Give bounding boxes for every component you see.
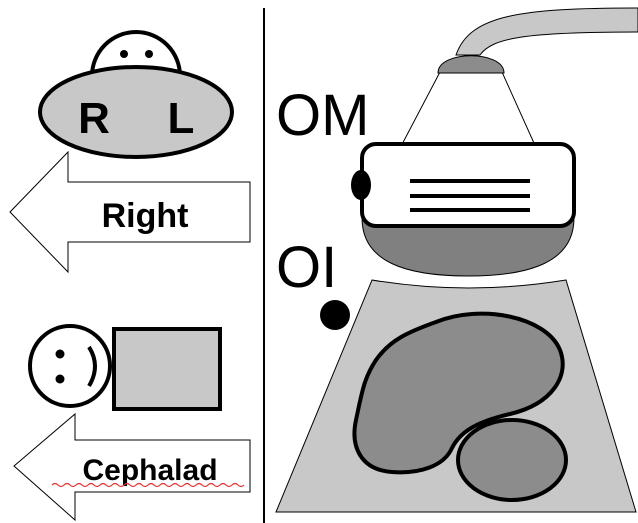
label-oi: OI [276,235,337,300]
face-icon [28,324,112,408]
head-top-view [38,65,234,159]
body-rectangle [112,327,222,411]
smile [87,345,97,388]
probe-lens [361,217,575,277]
image-orientation-marker [320,300,350,330]
probe-orientation-marker [351,170,371,200]
probe-cone [397,71,539,153]
head-nose [90,30,182,77]
spellcheck-underline [51,482,245,488]
eye-icon [55,374,65,384]
right-arrow-label: Right [102,197,189,235]
cephalad-arrow [13,412,251,522]
ultrasound-probe-diagram [275,7,638,513]
probe-cable [455,7,638,56]
head-letter-left: L [168,94,195,143]
eye-icon [145,50,153,58]
longitudinal-orientation-diagram: Cephalad [13,324,251,522]
probe-cap [437,55,505,74]
label-om: OM [276,83,369,148]
right-arrow [9,150,251,274]
organ-outline [352,311,565,475]
cephalad-arrow-label: Cephalad [82,454,217,487]
eye-icon [120,50,128,58]
probe-body [360,142,576,228]
eye-icon [55,349,65,359]
transverse-orientation-diagram: Right R L [9,30,251,274]
secondary-structure [456,418,568,502]
head-letter-right: R [78,94,110,143]
